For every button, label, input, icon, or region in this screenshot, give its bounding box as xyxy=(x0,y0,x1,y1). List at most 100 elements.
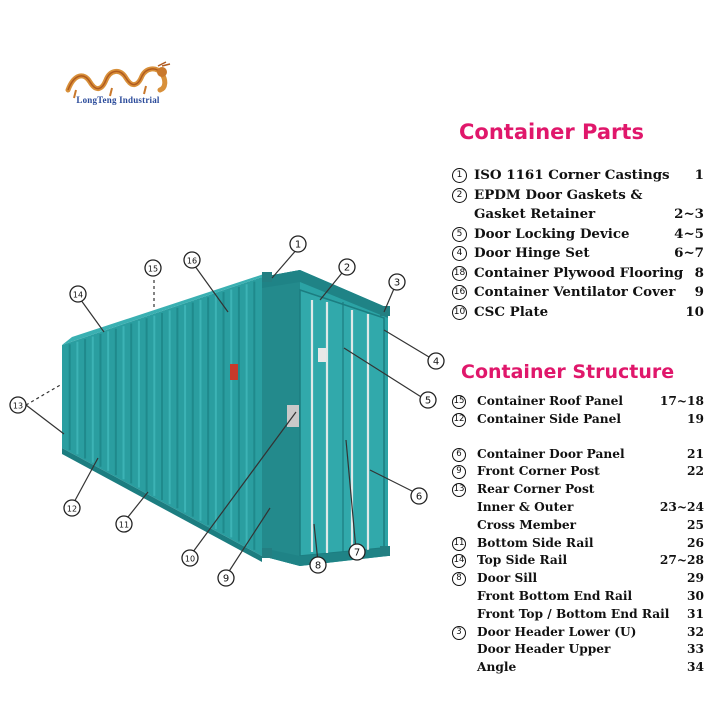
callout-circle xyxy=(289,235,307,253)
structure-label: Angle xyxy=(477,660,517,675)
container-door-end-shadow xyxy=(262,270,300,566)
callout-circle xyxy=(183,251,201,269)
structure-label: Cross Member xyxy=(477,517,577,532)
number-badge: 14 xyxy=(452,554,466,569)
structure-number: 25 xyxy=(687,517,704,532)
callout-circle xyxy=(348,543,366,561)
part-label: EPDM Door Gaskets & xyxy=(474,186,643,203)
part-label: Door Hinge Set xyxy=(474,245,590,261)
callout-number: 13 xyxy=(13,402,23,411)
list-spacer xyxy=(452,430,710,447)
part-label: CSC Plate xyxy=(474,303,549,320)
number-badge: 11 xyxy=(452,536,466,551)
number-badge: 6 xyxy=(452,447,466,462)
callout-circle xyxy=(309,556,327,574)
callout-number: 16 xyxy=(187,257,197,266)
callout-number: 7 xyxy=(354,548,360,559)
part-number: 8 xyxy=(694,264,704,281)
door-header xyxy=(262,270,388,318)
number-badge: 9 xyxy=(452,465,466,480)
structure-number: 30 xyxy=(687,588,704,603)
number-badge: 8 xyxy=(452,572,466,587)
structure-label: Door Header Upper xyxy=(477,642,611,657)
structure-number: 17~18 xyxy=(659,394,704,408)
part-number: 6~7 xyxy=(674,245,704,261)
callout-circle xyxy=(181,549,199,567)
number-badge: 13 xyxy=(452,483,466,498)
structure-number: 31 xyxy=(687,606,704,621)
structure-label: Top Side Rail xyxy=(477,553,568,568)
structure-number: 34 xyxy=(687,660,704,675)
number-badge: 1 xyxy=(452,168,467,183)
callout-number: 12 xyxy=(67,505,77,514)
callout-circle xyxy=(427,352,445,370)
callout-number: 9 xyxy=(223,574,229,585)
part-label: Gasket Retainer xyxy=(474,206,596,222)
warning-label xyxy=(230,364,238,380)
callout-circle xyxy=(9,396,27,414)
callout-number: 8 xyxy=(315,561,321,572)
structure-label: Rear Corner Post xyxy=(477,482,595,497)
list-item: 13 Rear Corner Post xyxy=(452,482,710,500)
part-label: Container Ventilator Cover xyxy=(474,284,676,300)
callout-number: 5 xyxy=(425,396,431,407)
callout-circle xyxy=(144,259,162,277)
number-badge: 18 xyxy=(452,265,467,281)
callout-number: 11 xyxy=(119,521,129,530)
part-label: Door Locking Device xyxy=(474,225,630,242)
callout-circle xyxy=(69,285,87,303)
list-item: Door Header Upper 33 xyxy=(452,642,710,660)
part-number: 2~3 xyxy=(674,206,704,222)
number-badge: 16 xyxy=(452,285,467,300)
callout-circle xyxy=(115,515,133,533)
part-number: 10 xyxy=(685,303,704,320)
callout-number: 15 xyxy=(148,265,158,274)
structure-label: Front Corner Post xyxy=(477,464,600,479)
list-item: 11 Bottom Side Rail 26 xyxy=(452,536,710,554)
logo-text: LongTeng Industrial xyxy=(76,95,160,105)
callout-number: 10 xyxy=(185,555,195,564)
number-badge: 15 xyxy=(452,395,466,409)
structure-label: Door Sill xyxy=(477,571,538,586)
number-badge: 3 xyxy=(452,625,466,640)
structure-label: Container Door Panel xyxy=(477,446,625,461)
structure-number: 27~28 xyxy=(659,553,704,568)
structure-number: 19 xyxy=(687,411,704,426)
callout-circle xyxy=(63,499,81,517)
structure-number: 26 xyxy=(687,535,704,550)
structure-title: Container Structure xyxy=(461,361,675,383)
list-item: 12 Container Side Panel 19 xyxy=(452,412,710,430)
dragon-logo-icon xyxy=(65,61,171,99)
door-label xyxy=(318,348,326,362)
structure-number: 29 xyxy=(687,571,704,586)
callout-circle xyxy=(410,487,428,505)
corner-casting xyxy=(262,548,272,558)
part-number: 1 xyxy=(694,167,704,183)
side-corrugation xyxy=(68,281,256,550)
structure-number: 33 xyxy=(687,642,704,657)
structure-label: Bottom Side Rail xyxy=(477,535,594,550)
structure-label: Container Side Panel xyxy=(477,411,622,426)
number-badge: 12 xyxy=(452,412,466,427)
parts-title: Container Parts xyxy=(459,120,644,144)
callout-number: 2 xyxy=(344,263,350,274)
list-item: 8 Door Sill 29 xyxy=(452,571,710,589)
leader-lines xyxy=(25,247,435,577)
callout-number: 6 xyxy=(416,492,422,503)
structure-label: Front Top / Bottom End Rail xyxy=(477,606,670,621)
list-item: Angle 34 xyxy=(452,660,710,678)
